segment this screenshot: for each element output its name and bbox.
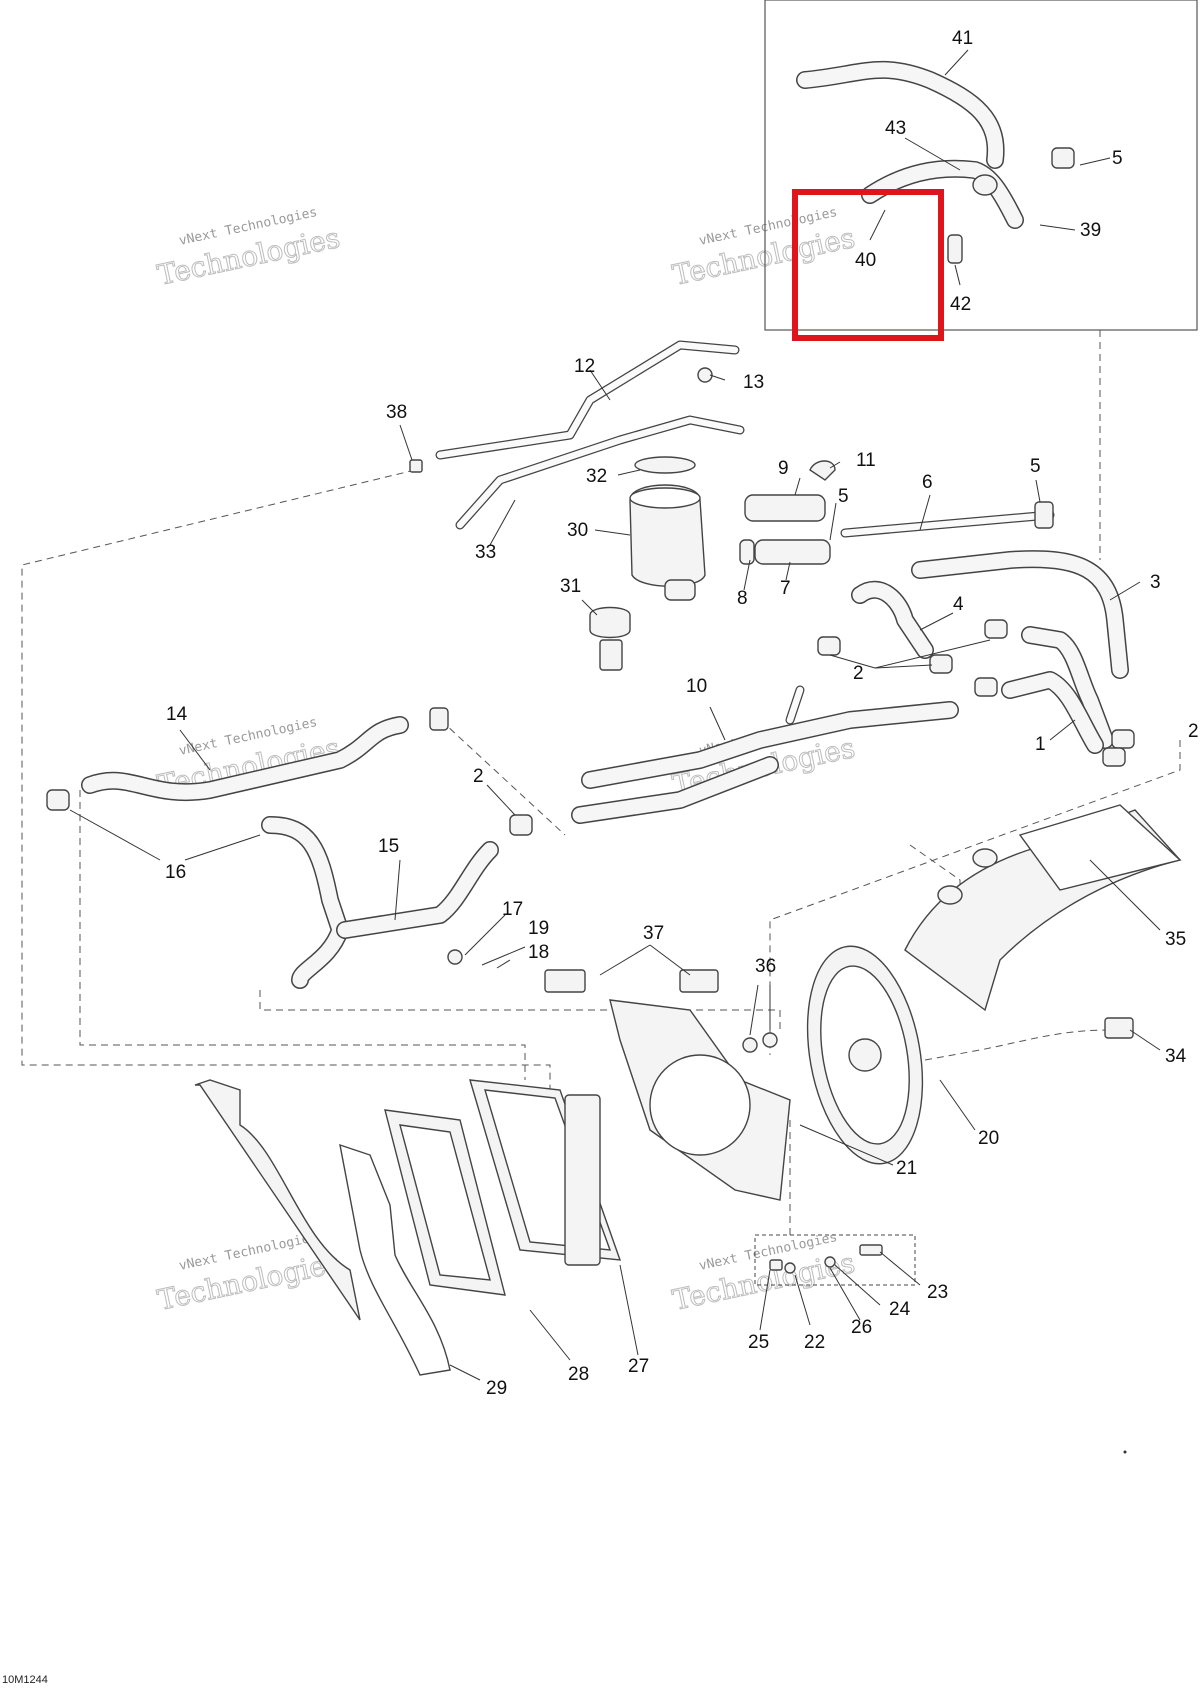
part-label-27: 27 [628, 1356, 649, 1377]
part-label-5b: 5 [838, 486, 849, 507]
part-label-19: 19 [528, 918, 549, 939]
part-label-15: 15 [378, 836, 399, 857]
cooling-fan-20 [806, 945, 1134, 1165]
part-label-36: 36 [755, 956, 776, 977]
coolant-reservoir-group [589, 456, 706, 671]
hose-15 [261, 814, 533, 989]
hose-14 [46, 707, 449, 811]
part-label-12: 12 [574, 356, 595, 377]
part-label-8: 8 [737, 588, 748, 609]
part-label-20: 20 [978, 1128, 999, 1149]
part-label-3: 3 [1150, 572, 1161, 593]
part-label-21: 21 [896, 1158, 917, 1179]
part-label-33: 33 [475, 542, 496, 563]
part-label-10: 10 [686, 676, 707, 697]
part-label-2-left: 2 [473, 766, 484, 787]
straight-pipes-group [739, 460, 1055, 565]
part-label-16: 16 [165, 862, 186, 883]
part-label-29: 29 [486, 1378, 507, 1399]
part-label-38: 38 [386, 402, 407, 423]
part-label-4: 4 [953, 594, 964, 615]
fan-shroud-group [544, 969, 791, 1201]
part-label-40: 40 [855, 250, 876, 271]
hardware-box [754, 1234, 916, 1286]
shield-35 [904, 804, 1182, 1012]
part-label-23: 23 [927, 1282, 948, 1303]
part-label-18: 18 [528, 942, 549, 963]
part-label-14: 14 [166, 704, 188, 725]
part-label-30: 30 [567, 520, 588, 541]
part-label-5c: 5 [1030, 456, 1041, 477]
part-label-39: 39 [1080, 220, 1101, 241]
part-label-37: 37 [643, 923, 664, 944]
part-label-11: 11 [856, 450, 876, 471]
part-label-22: 22 [804, 1332, 825, 1353]
part-label-31: 31 [560, 576, 581, 597]
document-code: 10M1244 [2, 1674, 48, 1686]
part-label-6: 6 [922, 472, 933, 493]
leader-lines [69, 49, 1161, 1381]
part-label-34: 34 [1165, 1046, 1187, 1067]
part-label-32: 32 [586, 466, 607, 487]
upper-hoses-group [817, 550, 1135, 767]
part-label-5: 5 [1112, 148, 1123, 169]
part-label-28: 28 [568, 1364, 589, 1385]
part-label-26: 26 [851, 1317, 872, 1338]
part-label-7: 7 [780, 578, 791, 599]
part-label-9: 9 [778, 458, 789, 479]
highlight-box [792, 189, 944, 341]
overflow-hose-group [409, 340, 745, 530]
radiator-group [194, 1079, 622, 1376]
part-label-41: 41 [952, 28, 973, 49]
part-number-labels: 41 43 5 39 40 42 12 13 38 32 30 33 31 9 … [165, 28, 1199, 1399]
part-label-17: 17 [502, 899, 523, 920]
part-label-24: 24 [889, 1299, 911, 1320]
part-label-43: 43 [885, 118, 906, 139]
part-label-2-right: 2 [1188, 721, 1199, 742]
part-label-13: 13 [743, 372, 764, 393]
part-label-2: 2 [853, 663, 864, 684]
hose-10 [571, 685, 959, 824]
part-label-1: 1 [1035, 734, 1046, 755]
inset-detail-box [764, 0, 1198, 331]
part-label-42: 42 [950, 294, 971, 315]
part-label-25: 25 [748, 1332, 769, 1353]
part-label-35: 35 [1165, 929, 1186, 950]
